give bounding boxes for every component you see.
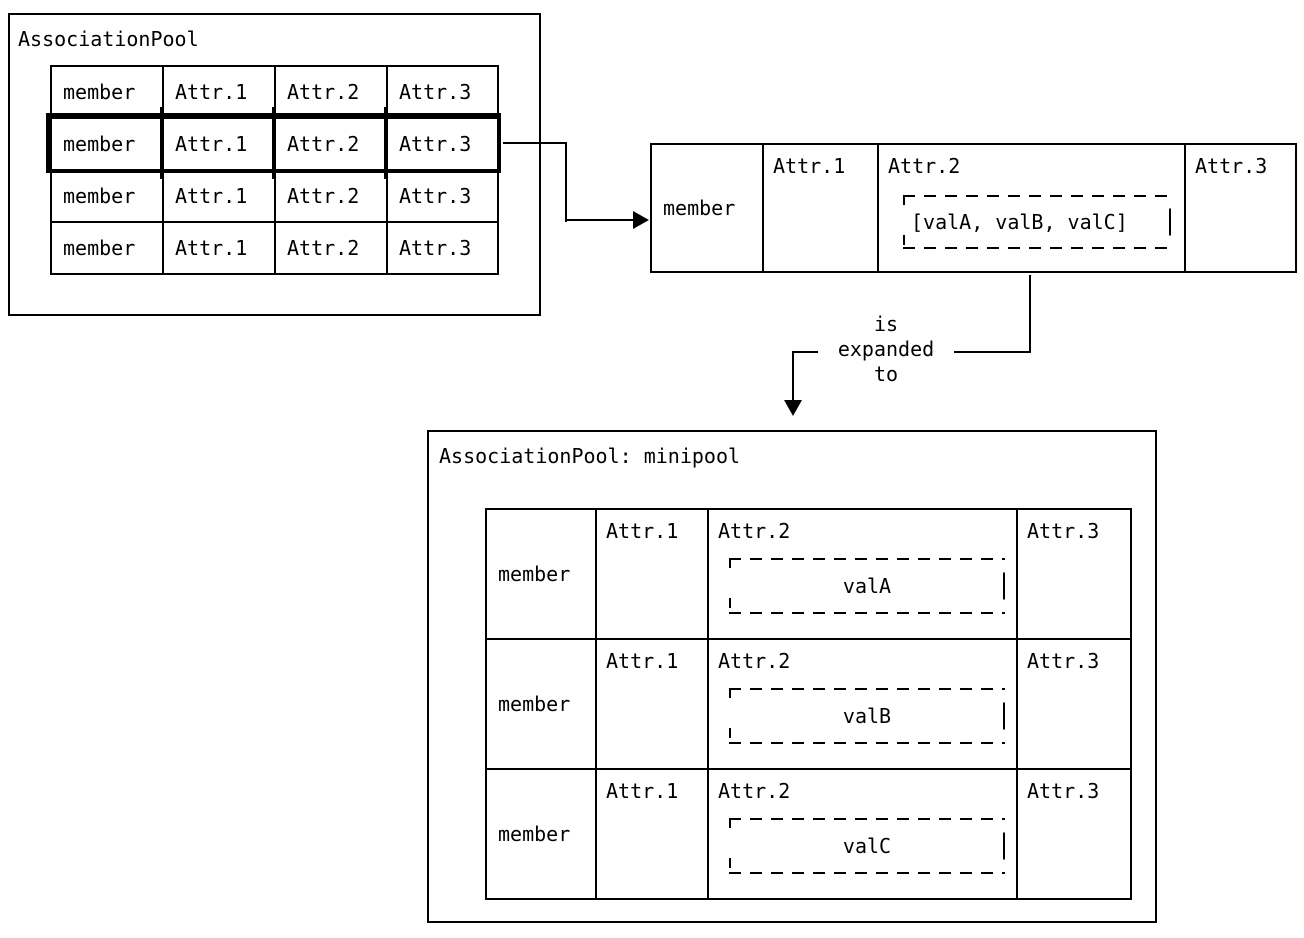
pool-cell-highlighted: Attr.1 [163,118,275,170]
expanded-attr1-cell: Attr.1 [763,144,878,272]
dashed-border [903,195,1171,197]
pool-cell: member [51,222,163,274]
minipool-title: AssociationPool: minipool [439,444,741,468]
dashed-border [1003,572,1005,600]
minipool-attr2-cell: Attr.2 valA [708,509,1017,639]
arrowhead-down-icon [784,400,802,416]
minipool-attr1-cell: Attr.1 [596,769,708,899]
minipool-attr3-cell: Attr.3 [1017,639,1131,769]
minipool-member-cell: member [486,509,596,639]
row-arrow-segment [565,219,634,221]
minipool-value-box: valA [729,558,1005,614]
minipool-attr2-label: Attr.2 [718,649,791,673]
association-pool-title: AssociationPool [18,27,199,51]
minipool-attr2-label: Attr.2 [718,519,791,543]
attr2-collection-box: [valA, valB, valC] [903,195,1171,249]
expanded-row-table: member Attr.1 Attr.2 [valA, valB, valC] … [650,143,1297,273]
minipool-attr1-cell: Attr.1 [596,639,708,769]
minipool-value: valA [842,574,892,598]
expanded-member-cell: member [651,144,763,272]
minipool-attr3-cell: Attr.3 [1017,509,1131,639]
dashed-border [903,247,1171,249]
pool-cell: Attr.2 [275,222,387,274]
minipool-value: valC [842,834,892,858]
minipool-value-box: valB [729,688,1005,744]
highlighted-row-divider [272,107,276,179]
minipool-attr1-cell: Attr.1 [596,509,708,639]
row-arrow-segment [503,142,567,144]
highlighted-row-outline [46,107,501,179]
pool-cell: Attr.2 [275,170,387,222]
expansion-label-line: is [873,312,899,336]
pool-cell: Attr.1 [163,66,275,118]
pool-cell: Attr.2 [275,66,387,118]
dashed-border [729,742,1005,744]
dashed-border [729,558,1005,560]
minipool-attr2-cell: Attr.2 valB [708,639,1017,769]
minipool-box: AssociationPool: minipool member Attr.1 … [427,430,1157,923]
minipool-attr3-cell: Attr.3 [1017,769,1131,899]
expansion-label-line: to [873,362,899,386]
expansion-label-line: expanded [837,337,935,361]
dashed-border [729,612,1005,614]
highlighted-row-divider [384,107,388,179]
minipool-table: member Attr.1 Attr.2 valA Attr.3 member … [485,508,1132,900]
minipool-member-cell: member [486,639,596,769]
expanded-attr2-label: Attr.2 [888,154,961,178]
dashed-border [729,688,1005,690]
pool-cell: Attr.1 [163,170,275,222]
expansion-connector-vertical [1029,275,1031,352]
pool-cell: Attr.3 [387,66,498,118]
expanded-attr2-cell: Attr.2 [valA, valB, valC] [878,144,1185,272]
minipool-value-box: valC [729,818,1005,874]
row-arrow-segment [565,142,567,222]
minipool-attr2-cell: Attr.2 valC [708,769,1017,899]
pool-cell: member [51,66,163,118]
arrowhead-right-icon [633,211,649,229]
pool-cell: member [51,170,163,222]
highlighted-row-divider [160,107,164,179]
minipool-value: valB [842,704,892,728]
dashed-border [1169,208,1171,236]
dashed-border [729,688,731,744]
attr2-collection-value: [valA, valB, valC] [911,210,1128,234]
dashed-border [729,818,1005,820]
minipool-member-cell: member [486,769,596,899]
expansion-label: is expanded to [818,312,954,387]
dashed-border [729,818,731,874]
dashed-border [729,872,1005,874]
expansion-arrow-vertical [792,351,794,401]
pool-cell: Attr.1 [163,222,275,274]
dashed-border [903,195,905,249]
dashed-border [1003,702,1005,730]
pool-cell: Attr.3 [387,170,498,222]
dashed-border [1003,832,1005,860]
expanded-attr3-cell: Attr.3 [1185,144,1296,272]
dashed-border [729,558,731,614]
minipool-attr2-label: Attr.2 [718,779,791,803]
pool-cell: Attr.3 [387,222,498,274]
